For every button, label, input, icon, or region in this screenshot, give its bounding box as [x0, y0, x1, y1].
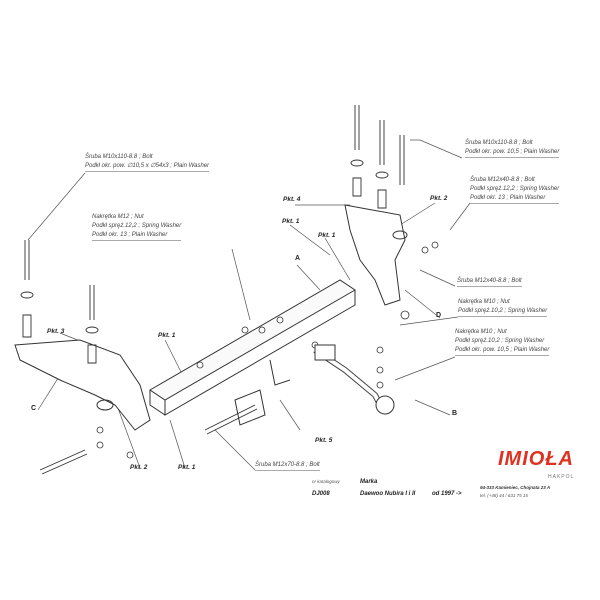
point-label: Pkt. 1	[282, 218, 300, 225]
cross-beam	[149, 279, 356, 416]
letter-label: C	[31, 405, 37, 412]
logo-subtitle: HAKPOL	[548, 474, 575, 480]
letter-label: D	[436, 312, 442, 319]
socket-plate	[234, 389, 266, 426]
letter-label: B	[452, 410, 458, 417]
left-bracket	[14, 339, 151, 431]
point-label: Pkt. 1	[318, 232, 336, 239]
company-address: 94-333 Kamieniec, Chojnata 23 A	[480, 485, 551, 490]
right-bracket	[344, 204, 406, 306]
production-year: od 1997 ->	[432, 491, 462, 497]
point-label: Pkt. 5	[315, 437, 333, 444]
tow-ball	[313, 344, 395, 415]
brand-label: Marka	[360, 479, 378, 485]
leader-lines	[27, 139, 471, 471]
point-label: Pkt. 3	[47, 328, 65, 335]
point-label: Pkt. 2	[130, 464, 148, 471]
company-logo: IMIOŁA	[498, 448, 574, 470]
callout-bolt-m12x40-b: Śruba M12x40-8.8 ; Bolt	[457, 277, 522, 287]
washers-and-nuts	[96, 241, 439, 459]
point-label: Pkt. 1	[178, 464, 196, 471]
point-label: Pkt. 2	[430, 195, 448, 202]
company-phone: tel. (+48) 44 / 631 75 15	[480, 493, 528, 498]
catalog-number: DJ008	[312, 491, 330, 497]
hook-mount	[269, 359, 291, 386]
point-label: Pkt. 4	[283, 196, 301, 203]
catalog-label: nr katalogowy	[312, 479, 340, 484]
vehicle-model: Daewoo Nubira I i II	[360, 491, 416, 497]
bolts	[20, 105, 405, 475]
point-label: Pkt. 1	[158, 332, 176, 339]
callout-bolt-m12x70: Śruba M12x70-8.8 ; Bolt	[255, 461, 320, 471]
letter-label: A	[295, 255, 301, 262]
